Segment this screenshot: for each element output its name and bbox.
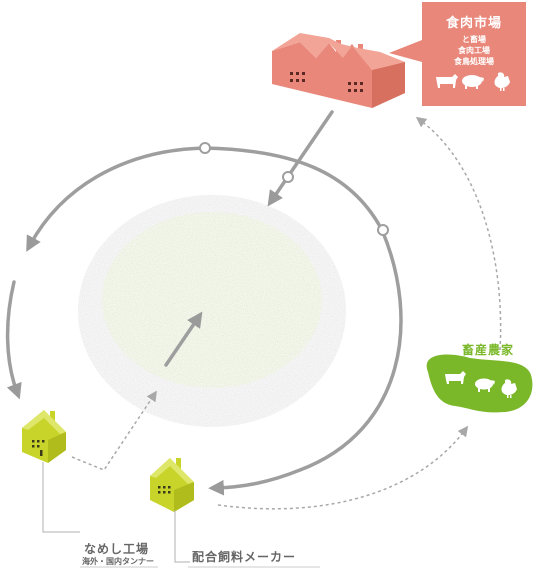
arc-nodes xyxy=(199,142,389,236)
meat-market-building xyxy=(272,33,405,108)
central-field xyxy=(78,195,346,427)
cow-icon xyxy=(436,74,458,88)
market-to-field-arrow xyxy=(267,110,334,207)
pig-icon xyxy=(462,75,484,89)
feed-maker-title: 配合飼料メーカー xyxy=(192,550,297,564)
meat-market-title: 食肉市場 xyxy=(445,16,502,31)
cow-icon xyxy=(445,371,466,384)
field-arrow xyxy=(164,311,203,367)
feed-to-farm-dashed xyxy=(217,425,469,510)
dashed-connectors xyxy=(71,116,502,510)
meat-market-sub-1: と畜場 xyxy=(462,35,486,44)
chicken-icon xyxy=(501,379,517,398)
livestock-farm-area xyxy=(426,354,533,413)
tannery-subtitle: 海外・国内タンナー xyxy=(82,557,154,566)
meat-market-sub-2: 食肉工場 xyxy=(458,46,490,55)
farm-to-market-dashed xyxy=(415,116,502,351)
meat-market-sub-3: 食鳥処理場 xyxy=(454,57,494,66)
arc-right xyxy=(208,228,403,496)
feed-maker-building xyxy=(150,458,194,563)
chicken-icon xyxy=(494,72,510,91)
livestock-farmer-title: 畜産農家 xyxy=(462,343,515,357)
tannery-building xyxy=(22,410,80,533)
arc-left xyxy=(5,280,22,400)
pig-icon xyxy=(475,378,495,392)
meat-market-sign xyxy=(389,2,526,106)
tannery-title: なめし工場 xyxy=(84,542,150,556)
